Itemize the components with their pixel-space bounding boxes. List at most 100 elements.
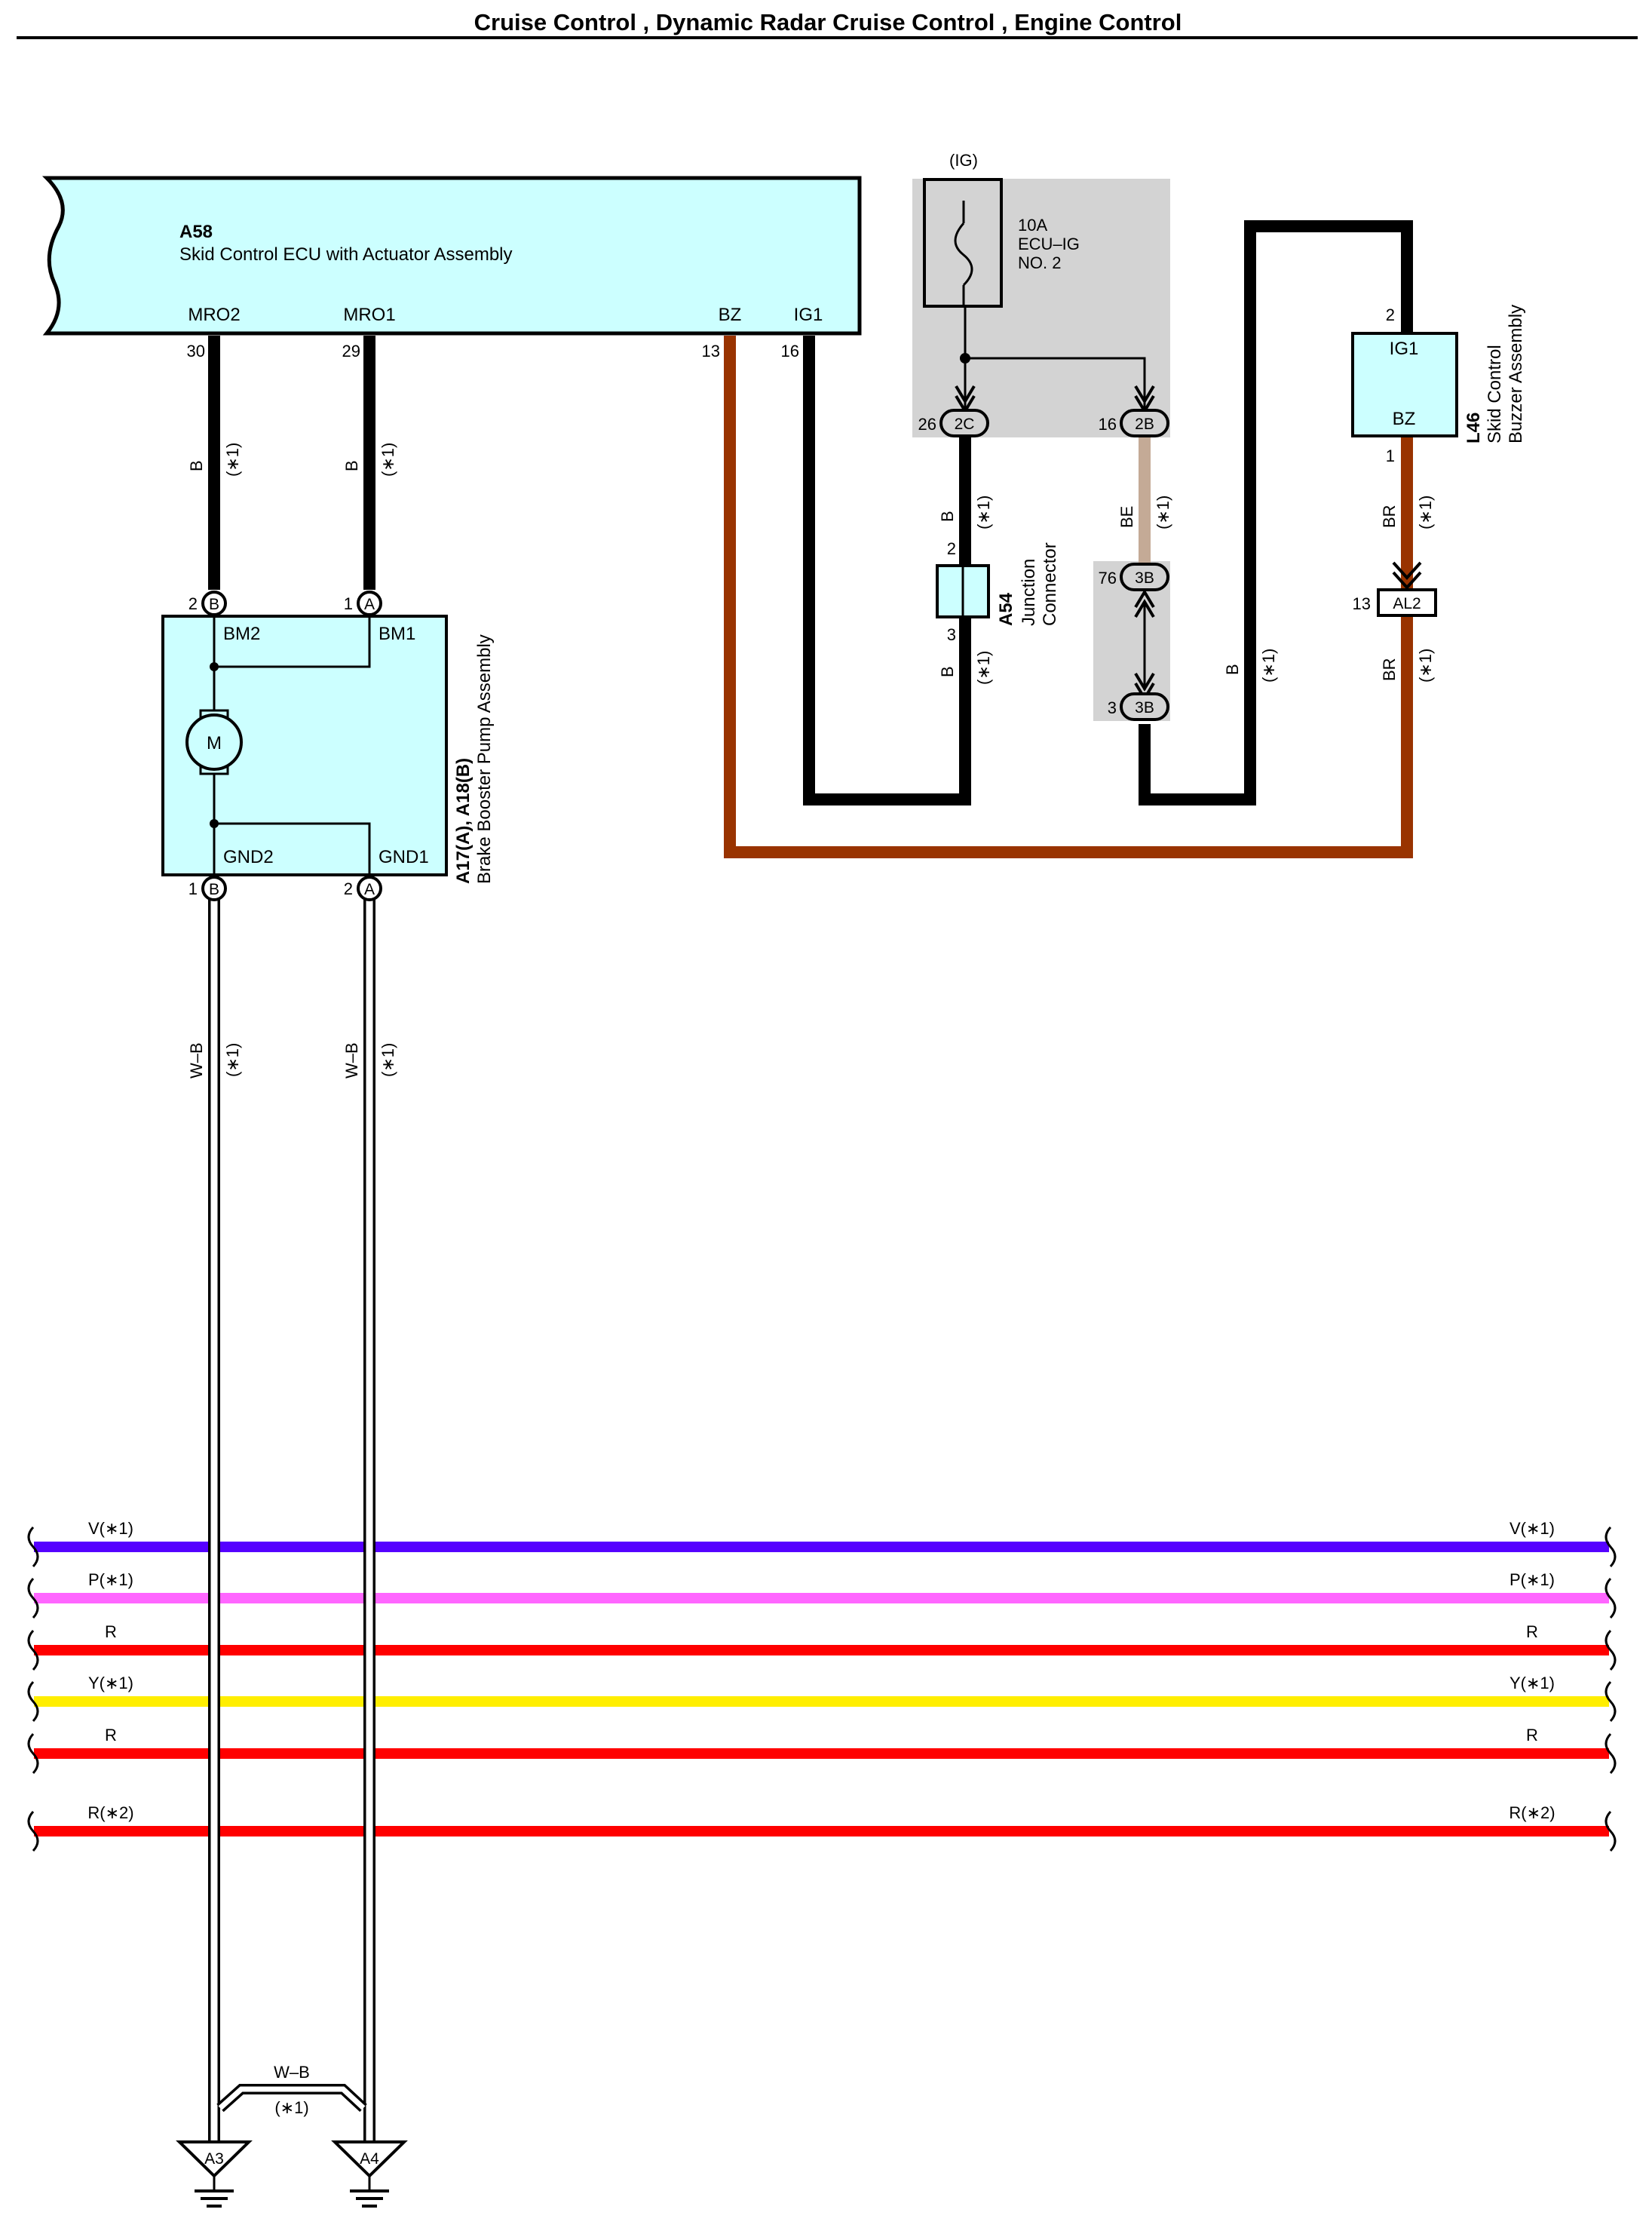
motor-label: M <box>207 733 222 753</box>
ecu-a58: A58 Skid Control ECU with Actuator Assem… <box>41 176 862 361</box>
label-wb-gnd2: W–B <box>187 1042 206 1079</box>
l46-term-bz: BZ <box>1393 409 1416 429</box>
buzzer-l46: IG1 BZ 2 1 L46 Skid Control Buzzer Assem… <box>1351 305 1526 465</box>
label-note-a54: (∗1) <box>974 651 993 685</box>
bus-label-right-2: R <box>1526 1622 1538 1641</box>
pump-connector-b-top <box>201 591 227 616</box>
motor-icon <box>185 713 243 771</box>
connector-2c: 2C 26 <box>918 409 989 437</box>
pump-conn-a-top-label: A <box>364 596 375 613</box>
bus-label-left-0: V(∗1) <box>88 1519 133 1538</box>
label-note-be: (∗1) <box>1154 496 1172 529</box>
page-title: Cruise Control , Dynamic Radar Cruise Co… <box>474 9 1182 35</box>
pump-pin-gnd1: 2 <box>344 879 353 898</box>
label-be: BE <box>1117 506 1136 528</box>
pump-pin-bm1: 1 <box>344 594 353 613</box>
l46-pin-ig1: 2 <box>1386 305 1395 324</box>
l46-code: L46 <box>1464 413 1484 443</box>
connector-2b: 2B 16 <box>1099 409 1169 437</box>
ground-a4: A4 <box>331 2140 408 2208</box>
pump-connector-a-bottom <box>357 876 382 901</box>
bus-label-right-0: V(∗1) <box>1509 1519 1555 1538</box>
ecu-a58-body <box>41 176 862 336</box>
pump-pin-bm2: 2 <box>188 594 198 613</box>
ecu-a58-name: Skid Control ECU with Actuator Assembly <box>179 244 513 265</box>
pump-term-gnd2: GND2 <box>223 847 274 867</box>
ecu-a58-pin-mro2: 30 <box>187 342 205 361</box>
bus-label-left-1: P(∗1) <box>88 1570 133 1589</box>
connector-2b-id: 2B <box>1135 416 1154 433</box>
fuse-name-1: ECU–IG <box>1018 235 1080 253</box>
label-note-gnd2: (∗1) <box>223 1043 242 1077</box>
ecu-a58-code: A58 <box>179 222 213 242</box>
fuse-name-2: NO. 2 <box>1018 253 1061 272</box>
connector-3b-top-id: 3B <box>1135 569 1154 587</box>
bus-label-right-4: R <box>1526 1726 1538 1744</box>
ground-a3: A3 <box>176 2140 253 2208</box>
brake-booster-pump: B A 2 1 B A 1 2 BM2 BM1 GND2 GND1 M A17(… <box>161 591 495 901</box>
bus-label-left-4: R <box>105 1726 117 1744</box>
wire-br-bz-loop <box>724 336 1413 858</box>
label-b-mro2: B <box>187 460 206 471</box>
connector-3b-bottom: 3B 3 <box>1108 672 1169 721</box>
wire-labels: B (∗1) B (∗1) B (∗1) B (∗1) BE (∗1) B (∗… <box>187 443 1435 2117</box>
pump-connector-b-bottom <box>201 876 227 901</box>
l46-name-2: Buzzer Assembly <box>1506 305 1526 443</box>
connector-2b-pin: 16 <box>1099 415 1117 434</box>
ecu-a58-term-mro1: MRO1 <box>343 305 395 325</box>
fuse-ecu-ig: (IG) 10A ECU–IG NO. 2 <box>923 151 1155 414</box>
label-wb-bridge: W–B <box>274 2063 310 2082</box>
a54-pin-bottom: 3 <box>947 625 956 644</box>
connector-al2: AL2 13 <box>1353 561 1437 617</box>
bus-break-marks <box>27 1526 1617 1852</box>
junction-connector-a54: 2 3 A54 Junction Connector <box>936 539 1060 644</box>
label-note-2c: (∗1) <box>974 496 993 529</box>
bus-label-left-2: R <box>105 1622 117 1641</box>
label-wb-gnd1: W–B <box>342 1042 361 1079</box>
connector-3b-bottom-id: 3B <box>1135 699 1154 716</box>
l46-name-1: Skid Control <box>1485 345 1505 443</box>
label-note-br-bottom: (∗1) <box>1416 649 1435 683</box>
pump-term-gnd1: GND1 <box>379 847 429 867</box>
bus-wires <box>34 1542 1609 1836</box>
ecu-a58-pin-mro1: 29 <box>342 342 360 361</box>
l46-pin-bz: 1 <box>1386 446 1395 465</box>
a54-name-2: Connector <box>1040 542 1060 626</box>
label-br-bottom: BR <box>1380 658 1399 681</box>
label-note-br-top: (∗1) <box>1416 496 1435 529</box>
l46-term-ig1: IG1 <box>1390 339 1419 359</box>
connector-2c-id: 2C <box>955 416 975 433</box>
pump-name: Brake Booster Pump Assembly <box>474 634 495 884</box>
a54-name-1: Junction <box>1019 559 1039 626</box>
a54-pin-top: 2 <box>947 539 956 558</box>
pump-connector-a-top <box>357 591 382 616</box>
bus-label-left-5: R(∗2) <box>87 1803 133 1822</box>
pump-conn-b-bottom-label: B <box>209 881 219 898</box>
label-b-3b: B <box>1223 664 1242 675</box>
label-note-mro2: (∗1) <box>223 443 242 477</box>
a54-code: A54 <box>996 592 1016 626</box>
pump-pin-gnd2: 1 <box>188 879 198 898</box>
connector-3b-top: 3B 76 <box>1099 563 1169 618</box>
bus-labels: V(∗1) P(∗1) R Y(∗1) R R(∗2) V(∗1) P(∗1) … <box>87 1519 1555 1822</box>
bus-label-right-5: R(∗2) <box>1509 1803 1555 1822</box>
ecu-a58-pin-bz: 13 <box>702 342 720 361</box>
connector-3b-bottom-pin: 3 <box>1108 698 1117 717</box>
label-note-mro1: (∗1) <box>379 443 397 477</box>
label-note-gnd1: (∗1) <box>379 1043 397 1077</box>
pump-term-bm1: BM1 <box>379 624 415 644</box>
ecu-a58-term-ig1: IG1 <box>794 305 823 325</box>
connector-3b-top-pin: 76 <box>1099 569 1117 588</box>
label-b-a54: B <box>938 666 957 677</box>
connector-al2-id: AL2 <box>1393 595 1421 612</box>
ground-a3-label: A3 <box>204 2150 224 2168</box>
pump-conn-a-bottom-label: A <box>364 881 375 898</box>
ground-a4-label: A4 <box>360 2150 379 2168</box>
connector-al2-pin: 13 <box>1353 594 1371 613</box>
ecu-a58-pin-ig1: 16 <box>781 342 799 361</box>
fuse-group-label: (IG) <box>949 151 978 170</box>
pump-term-bm2: BM2 <box>223 624 260 644</box>
fuse-element-icon <box>954 222 973 287</box>
wire-b-3b-ig1 <box>1139 220 1413 805</box>
